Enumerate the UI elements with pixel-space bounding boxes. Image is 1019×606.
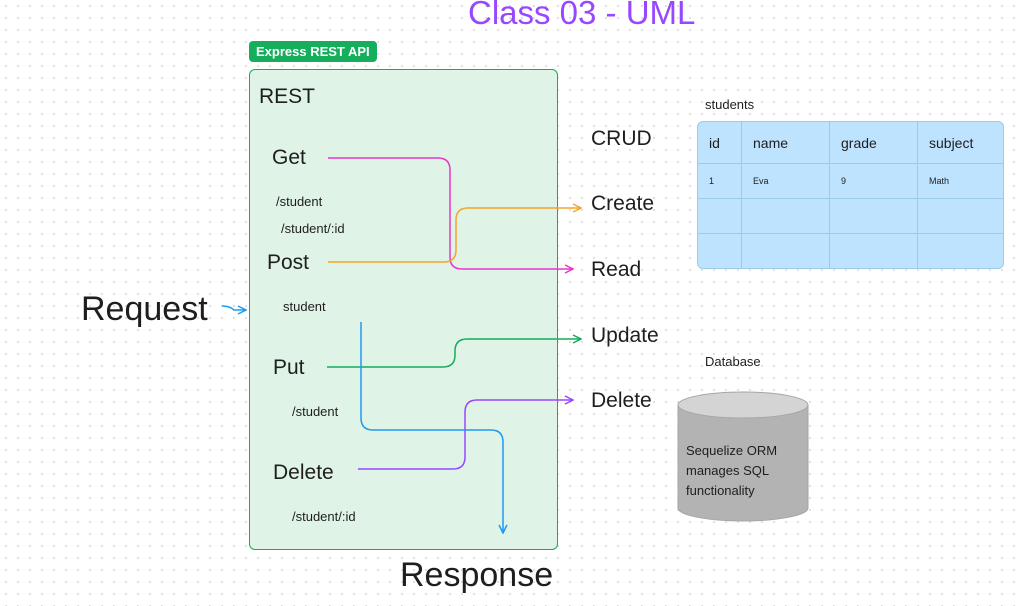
table-caption: students — [705, 97, 755, 112]
table-cell — [741, 233, 830, 268]
response-label: Response — [400, 556, 554, 594]
diagram-title: Class 03 - UML — [468, 0, 696, 31]
database-cylinder-icon — [677, 391, 809, 522]
crud-heading: CRUD — [591, 127, 652, 150]
table-cell — [917, 198, 1003, 234]
table-cell: 1 — [698, 163, 742, 199]
crud-update: Update — [591, 324, 659, 347]
rest-heading: REST — [259, 85, 316, 108]
method-delete: Delete — [273, 461, 334, 484]
method-put: Put — [273, 356, 305, 379]
get-to-read-connector — [328, 157, 573, 269]
api-container — [249, 69, 558, 550]
database-label: Sequelize ORM manages SQL functionality — [686, 443, 778, 498]
get-path-2: /student/:id — [281, 221, 345, 236]
table-cell — [741, 198, 830, 234]
table-cell: 9 — [829, 163, 918, 199]
table-cell: Math — [917, 163, 1003, 199]
api-badge: Express REST API — [249, 41, 377, 62]
crud-delete: Delete — [591, 389, 652, 412]
table-cell — [829, 233, 918, 268]
table-row — [698, 233, 1003, 268]
post-to-create-connector — [328, 208, 581, 263]
request-flow-connector — [360, 322, 503, 533]
post-path: student — [283, 299, 326, 314]
get-path-1: /student — [276, 194, 323, 209]
request-arrow — [221, 305, 246, 310]
put-path: /student — [292, 404, 339, 419]
table-header-row: id name grade subject — [698, 122, 1003, 164]
put-to-update-connector — [327, 339, 581, 368]
crud-create: Create — [591, 192, 655, 215]
delete-path: /student/:id — [292, 509, 356, 524]
column-header: id — [698, 122, 742, 164]
method-post: Post — [267, 251, 310, 274]
table-cell: Eva — [741, 163, 830, 199]
method-get: Get — [272, 146, 306, 169]
request-label: Request — [81, 290, 208, 328]
table-row: 1 Eva 9 Math — [698, 163, 1003, 199]
column-header: grade — [829, 122, 918, 164]
column-header: name — [741, 122, 830, 164]
column-header: subject — [917, 122, 1003, 164]
database-caption: Database — [705, 354, 761, 369]
students-table: id name grade subject 1 Eva 9 Math — [697, 121, 1004, 269]
crud-read: Read — [591, 258, 642, 281]
table-cell — [698, 198, 742, 234]
table-cell — [698, 233, 742, 268]
table-cell — [829, 198, 918, 234]
table-row — [698, 198, 1003, 234]
delete-to-delete-connector — [358, 400, 573, 470]
